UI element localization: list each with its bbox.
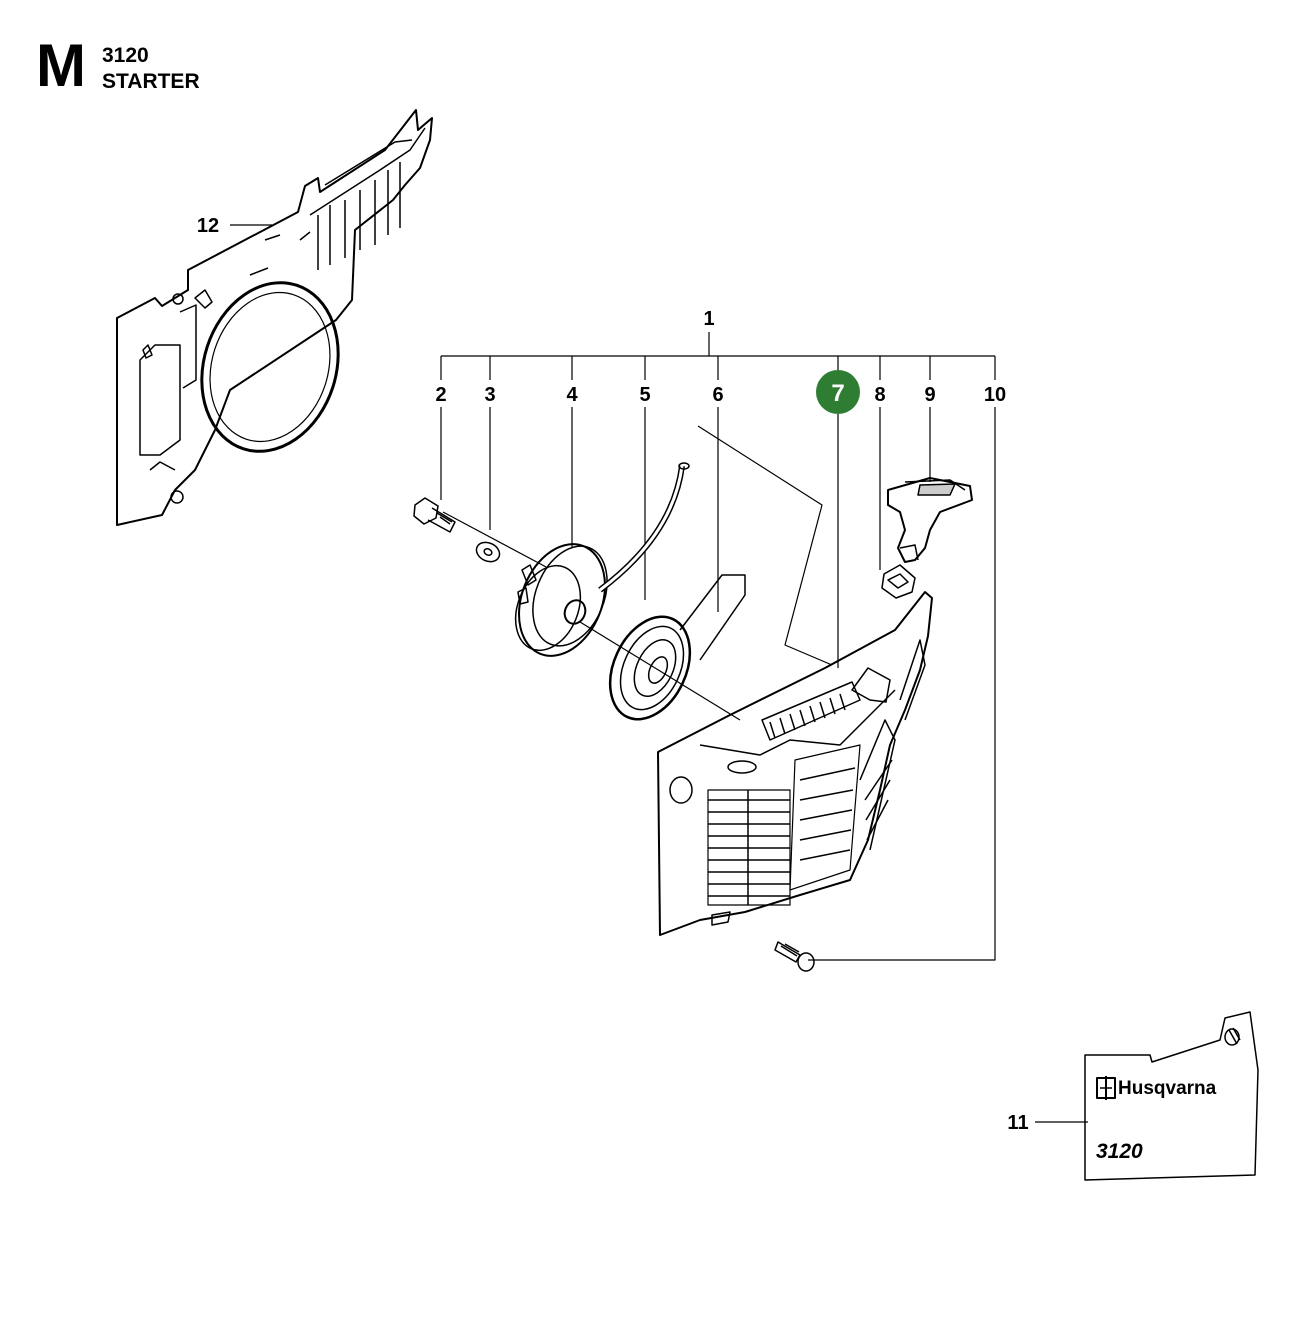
screw-drawing: [774, 941, 815, 972]
callout-8: 8: [874, 384, 885, 406]
callout-3: 3: [484, 384, 495, 406]
decal-model: 3120: [1096, 1140, 1143, 1163]
decal-brand: Husqvarna: [1118, 1078, 1217, 1099]
decal-drawing: [1084, 1011, 1259, 1181]
callout-7-highlight: [816, 370, 860, 414]
leader-lines: [230, 224, 1088, 1123]
section-letter: M: [36, 32, 86, 99]
callout-7: 7: [831, 380, 844, 407]
callout-1: 1: [703, 308, 714, 330]
callout-2: 2: [435, 384, 446, 406]
callout-4: 4: [566, 384, 578, 406]
rope-drawing: [598, 462, 690, 593]
housing-plate-drawing: [116, 109, 433, 526]
washer-drawing: [475, 541, 501, 563]
bolt-drawing: [413, 497, 456, 533]
callout-11: 11: [1007, 1112, 1028, 1134]
callout-12: 12: [197, 215, 219, 237]
starter-cover-drawing: [657, 591, 933, 936]
pulley-drawing: [514, 543, 608, 657]
handle-drawing: [887, 477, 973, 563]
callout-10: 10: [984, 384, 1006, 406]
grommet-drawing: [881, 564, 916, 599]
recoil-spring-drawing: [608, 574, 746, 721]
callout-9: 9: [924, 384, 935, 406]
callout-5: 5: [639, 384, 650, 406]
model-number: 3120: [102, 44, 149, 67]
section-title: STARTER: [102, 70, 200, 93]
callout-6: 6: [712, 384, 723, 406]
